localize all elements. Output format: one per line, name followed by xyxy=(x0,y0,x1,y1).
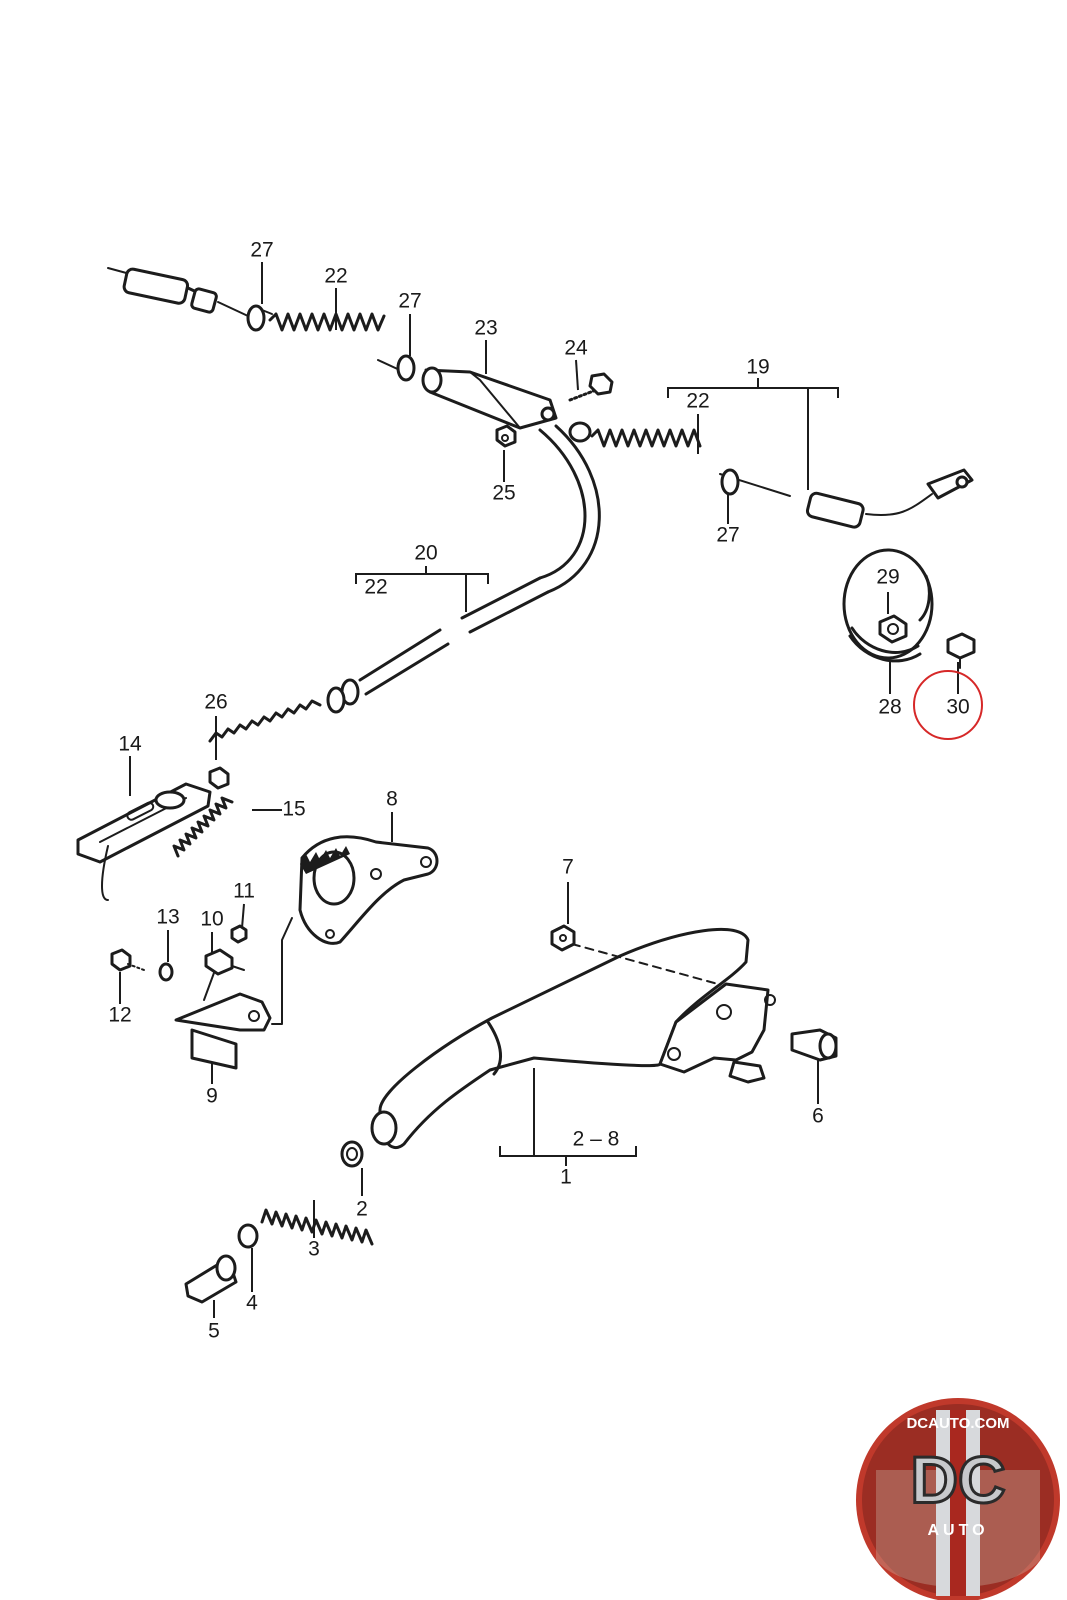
bushing-2 xyxy=(340,1140,364,1168)
nut-26 xyxy=(208,766,230,790)
screw-11 xyxy=(230,924,248,944)
label-19: 19 xyxy=(746,356,769,379)
group-bracket-19 xyxy=(667,378,839,490)
bolt-30 xyxy=(946,632,976,669)
label-15: 15 xyxy=(282,798,305,821)
label-9: 9 xyxy=(206,1085,218,1108)
nut-25 xyxy=(495,424,517,448)
label-11: 11 xyxy=(233,880,255,903)
dc-auto-logo: DCAUTO.COM DC AUTO xyxy=(856,1398,1060,1600)
label-26: 26 xyxy=(204,691,227,714)
label-12: 12 xyxy=(108,1004,131,1027)
label-22-right: 22 xyxy=(686,390,709,413)
center-cable-20 xyxy=(208,424,601,743)
switch-bracket-9 xyxy=(174,961,272,1070)
group-bracket-1 xyxy=(499,1068,637,1166)
label-20: 20 xyxy=(414,542,437,565)
sector-mount-bracket xyxy=(271,917,293,1025)
washer-4 xyxy=(237,1223,259,1249)
label-5: 5 xyxy=(208,1320,220,1343)
logo-bottom-text: AUTO xyxy=(927,1522,988,1539)
label-25: 25 xyxy=(492,482,515,505)
label-29: 29 xyxy=(876,566,899,589)
ratchet-sector-8 xyxy=(298,835,439,945)
label-22-center: 22 xyxy=(364,576,387,599)
cable-clip-27-right xyxy=(720,468,740,496)
brake-drum-28 xyxy=(842,548,934,663)
label-28: 28 xyxy=(878,696,901,719)
label-8: 8 xyxy=(386,788,398,811)
label-27-right: 27 xyxy=(716,524,739,547)
release-button-5 xyxy=(184,1254,238,1304)
left-brake-cable xyxy=(107,267,405,373)
release-spring-3 xyxy=(260,1208,374,1246)
label-14: 14 xyxy=(118,733,142,756)
label-4: 4 xyxy=(246,1292,258,1315)
switch-10 xyxy=(204,948,245,976)
handbrake-lever-1 xyxy=(370,927,776,1150)
group-bracket-20 xyxy=(355,566,489,612)
bolt-12 xyxy=(110,948,145,972)
label-22-left: 22 xyxy=(324,265,347,288)
pull-rod-plate-14 xyxy=(76,782,212,901)
bolt-24 xyxy=(568,372,614,402)
label-1: 1 xyxy=(560,1166,572,1189)
label-7: 7 xyxy=(562,856,574,879)
pivot-pin-6 xyxy=(790,1028,838,1062)
right-brake-cable-19 xyxy=(568,421,974,529)
label-30: 30 xyxy=(946,696,969,719)
label-24: 24 xyxy=(564,337,588,360)
nut-7 xyxy=(550,924,576,952)
label-13: 13 xyxy=(156,906,179,929)
cable-equalizer-23 xyxy=(421,366,558,430)
label-3: 3 xyxy=(308,1238,320,1261)
return-spring-15 xyxy=(172,796,234,858)
label-27-center: 27 xyxy=(398,290,421,313)
washer-13 xyxy=(158,962,174,982)
leader-lines xyxy=(119,262,959,1318)
highlight-circle-30 xyxy=(913,670,983,740)
logo-mark: DC xyxy=(910,1442,1005,1516)
cable-clip-27-left xyxy=(246,304,273,332)
label-range-2-8: 2 – 8 xyxy=(573,1128,620,1151)
label-6: 6 xyxy=(812,1105,824,1128)
label-10: 10 xyxy=(200,908,223,931)
cable-clip-27-center xyxy=(396,354,416,382)
logo-top-text: DCAUTO.COM xyxy=(906,1415,1009,1432)
label-27-left: 27 xyxy=(250,239,273,262)
label-23: 23 xyxy=(474,317,497,340)
label-2: 2 xyxy=(356,1198,368,1221)
part-labels: 27 22 27 23 24 19 22 25 27 20 22 29 28 3… xyxy=(108,239,969,1343)
